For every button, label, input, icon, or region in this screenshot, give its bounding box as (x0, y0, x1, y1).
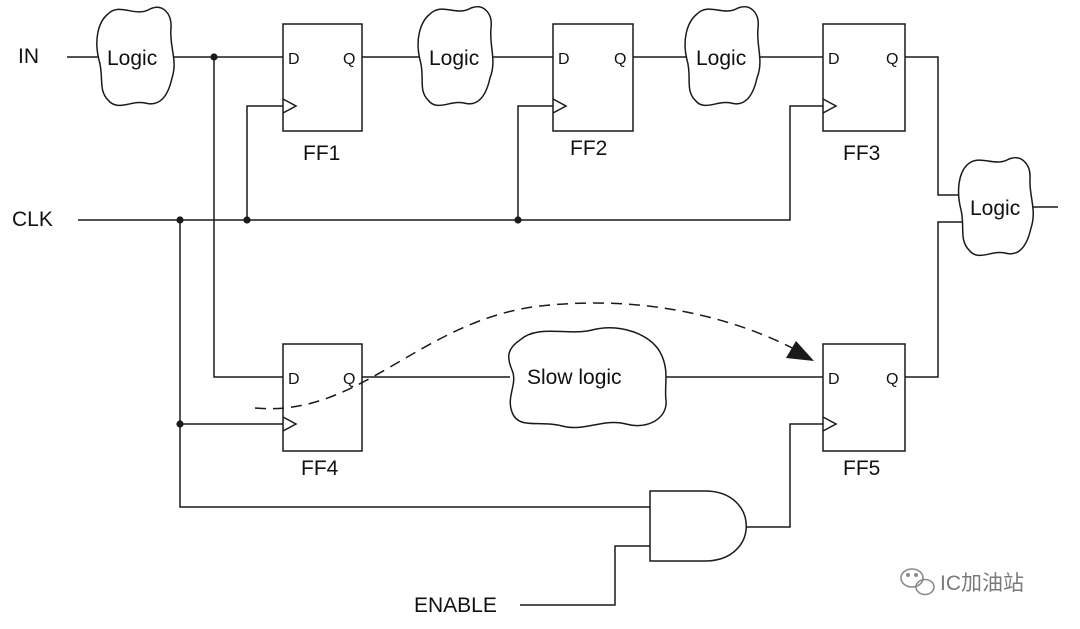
junction-dot (243, 216, 251, 224)
ff3-d: D (828, 51, 840, 68)
wire-clk-down (179, 220, 650, 508)
ff5-q: Q (886, 371, 898, 388)
ff5-label: FF5 (843, 457, 880, 480)
ff5-box (822, 343, 906, 452)
clock-triangle (822, 98, 838, 114)
logic-cloud (96, 6, 175, 107)
clock-triangle (282, 98, 298, 114)
in-label: IN (18, 45, 39, 68)
clk-label: CLK (12, 208, 53, 231)
wire-branch-ff4 (213, 57, 283, 378)
wire-clk-ff2 (517, 105, 553, 220)
slow-logic-label: Slow logic (527, 366, 622, 389)
slow-logic-cloud (507, 327, 667, 429)
ff4-label: FF4 (301, 457, 339, 480)
wires (67, 56, 1058, 606)
junction-dot (176, 420, 184, 428)
logic-block-2: Logic (417, 6, 494, 107)
timing-path-arrow (254, 302, 814, 410)
ff4-q: Q (343, 371, 355, 388)
watermark: IC加油站 (900, 568, 1024, 596)
dashed-path (254, 302, 801, 410)
ff2-label: FF2 (570, 137, 607, 160)
ff2: D Q FF2 (552, 23, 634, 160)
slow-logic-block: Slow logic (507, 327, 667, 429)
arrow-head (786, 341, 814, 361)
watermark-text: IC加油站 (940, 572, 1024, 595)
ff4-box (282, 343, 363, 452)
enable-label: ENABLE (414, 594, 497, 617)
ff1-label: FF1 (303, 142, 340, 165)
logic-cloud (957, 157, 1034, 257)
wire-enable (520, 545, 650, 606)
wire-clk-ff1 (246, 105, 283, 220)
clock-triangle (552, 98, 568, 114)
ff5-d: D (828, 371, 840, 388)
ff1: D Q FF1 (282, 23, 363, 165)
logic-label: Logic (970, 197, 1020, 220)
ff1-box (282, 23, 363, 132)
junction-dot (176, 216, 184, 224)
logic-label: Logic (107, 47, 157, 70)
logic-label: Logic (696, 47, 746, 70)
ff4: D Q FF4 (282, 343, 363, 480)
wire-ff3-logic4 (905, 56, 962, 196)
wire-and-ff5 (746, 423, 823, 528)
logic-cloud (417, 6, 494, 107)
logic-block-4: Logic (957, 157, 1034, 257)
ff2-box (552, 23, 634, 132)
ff3-label: FF3 (843, 142, 880, 165)
and-gate-body (649, 490, 747, 562)
clock-triangle (282, 416, 298, 432)
ff3-box (822, 23, 906, 132)
logic-block-1: Logic (96, 6, 175, 107)
logic-label: Logic (429, 47, 479, 70)
logic-block-3: Logic (684, 6, 761, 107)
wire-clk (78, 105, 823, 221)
wire-ff5-logic4 (905, 221, 962, 378)
ff2-q: Q (614, 51, 626, 68)
junctions (176, 53, 522, 428)
ff1-q: Q (343, 51, 355, 68)
ff3: D Q FF3 (822, 23, 906, 165)
junction-dot (210, 53, 218, 61)
wechat-icon (900, 568, 935, 596)
junction-dot (514, 216, 522, 224)
logic-cloud (684, 6, 761, 107)
clock-triangle (822, 416, 838, 432)
ff4-d: D (288, 371, 300, 388)
and-gate (649, 490, 747, 562)
ff1-d: D (288, 51, 300, 68)
ff2-d: D (558, 51, 570, 68)
ff5: D Q FF5 (822, 343, 906, 480)
ff3-q: Q (886, 51, 898, 68)
